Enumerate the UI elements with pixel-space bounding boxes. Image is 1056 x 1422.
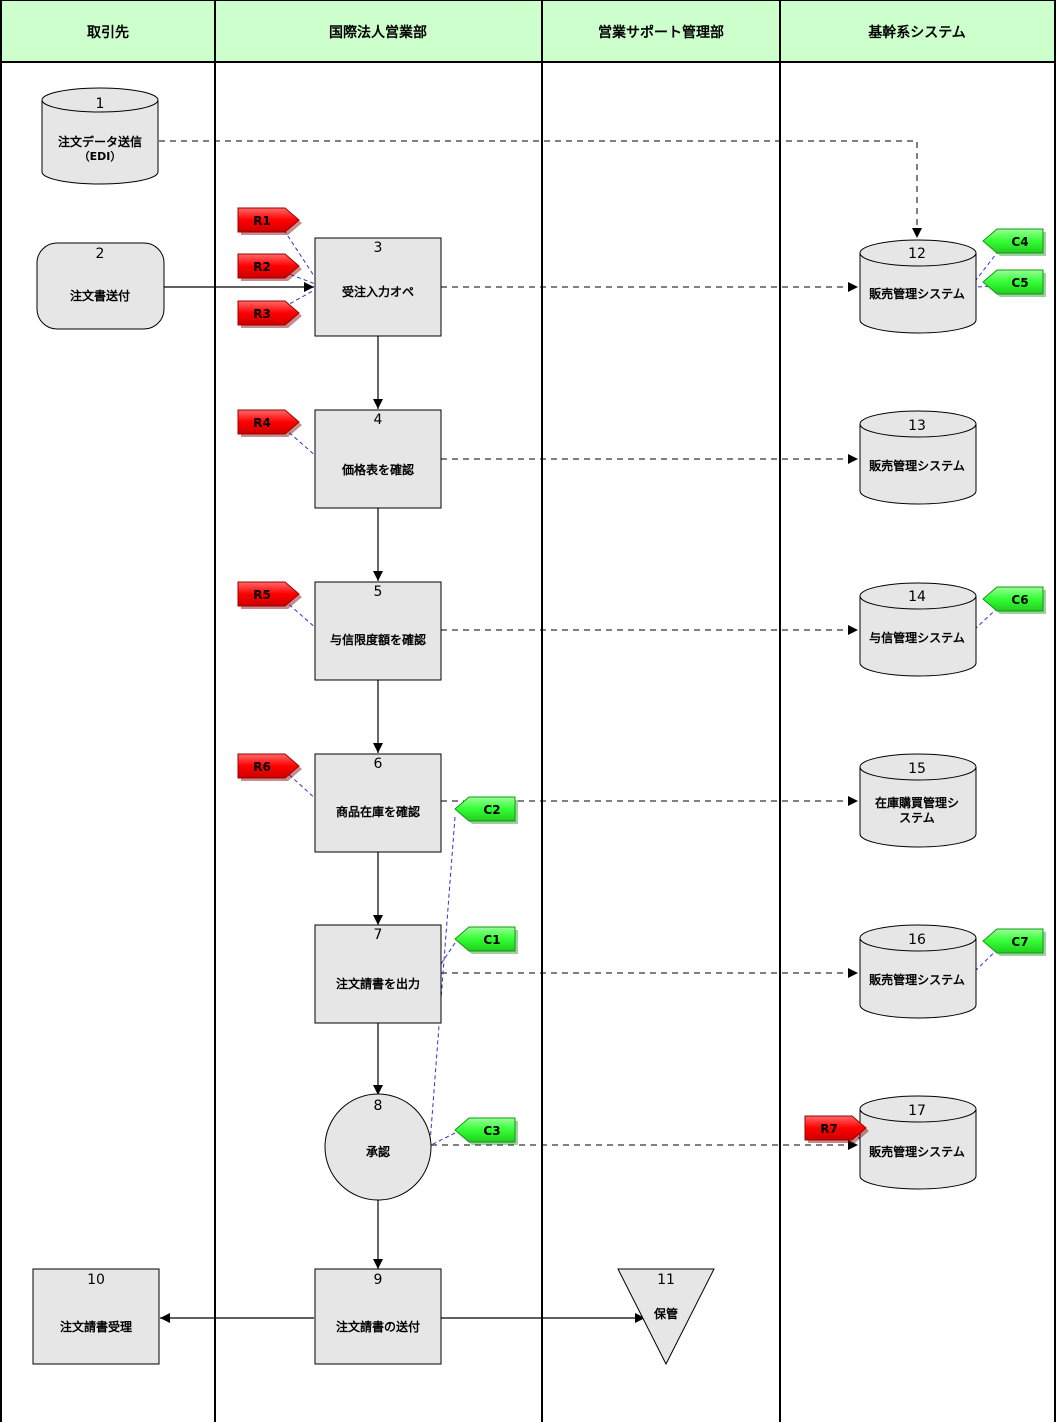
node-16-sales-system: 16 販売管理システム (859, 924, 977, 1019)
node-11-storage: 11 保管 (617, 1268, 715, 1366)
node-8-approval: 8 承認 (324, 1093, 432, 1201)
node-4-number: 4 (374, 412, 383, 428)
node-14-number: 14 (908, 589, 926, 605)
node-17-number: 17 (908, 1103, 926, 1119)
control-flag-c4-label: C4 (1011, 235, 1028, 249)
lane-headers: 取引先 国際法人営業部 営業サポート管理部 基幹系システム (0, 0, 1056, 63)
node-12-number: 12 (908, 246, 926, 262)
node-7-label: 注文請書を出力 (336, 976, 420, 991)
risk-flag-r3-label: R3 (253, 307, 271, 321)
node-12-sales-system: 12 販売管理システム (859, 239, 977, 334)
control-flag-c2: C2 (454, 796, 518, 824)
node-3-label: 受注入力オペ (342, 284, 414, 299)
risk-flag-r7: R7 (804, 1115, 869, 1143)
node-2-send-order-form: 2 注文書送付 (36, 242, 165, 330)
node-13-sales-system: 13 販売管理システム (859, 410, 977, 505)
control-flag-c7: C7 (982, 928, 1046, 956)
control-flag-c5-label: C5 (1011, 276, 1028, 290)
node-3-order-entry: 3 受注入力オペ (314, 237, 442, 337)
node-14-label: 与信管理システム (869, 630, 965, 645)
node-16-label: 販売管理システム (869, 972, 965, 987)
node-10-number: 10 (87, 1272, 105, 1288)
node-9-number: 9 (374, 1272, 383, 1288)
lane-header-support: 営業サポート管理部 (598, 24, 724, 41)
node-15-label: 在庫購買管理シ (875, 795, 959, 810)
node-3-number: 3 (374, 240, 383, 256)
node-4-label: 価格表を確認 (341, 462, 414, 477)
node-2-label: 注文書送付 (70, 288, 130, 303)
control-flag-c2-label: C2 (483, 803, 500, 817)
risk-flag-r1-label: R1 (253, 214, 271, 228)
node-13-number: 13 (908, 418, 926, 434)
control-flag-c7-label: C7 (1011, 935, 1028, 949)
risk-flag-r2: R2 (237, 253, 302, 281)
lane-header-client: 取引先 (87, 24, 129, 41)
node-7-print-acknowledgement: 7 注文請書を出力 (314, 924, 442, 1024)
node-5-number: 5 (374, 584, 383, 600)
node-4-check-price-list: 4 価格表を確認 (314, 409, 442, 509)
node-1-order-data-edi: 1 注文データ送信 （EDI） (41, 87, 159, 185)
risk-flags: R1 R2 R3 R4 R5 R6 R7 (237, 207, 869, 1143)
risk-flag-r4: R4 (237, 409, 302, 437)
node-1-number: 1 (96, 96, 105, 112)
flag-links (283, 229, 1004, 1146)
node-8-number: 8 (374, 1098, 383, 1114)
risk-flag-r3: R3 (237, 300, 302, 328)
node-7-number: 7 (374, 927, 383, 943)
control-flag-c5: C5 (982, 269, 1046, 297)
process-flow-lines (160, 282, 645, 1323)
node-8-label: 承認 (366, 1144, 390, 1159)
node-15-label-line2: ステム (899, 811, 935, 825)
node-14-credit-system: 14 与信管理システム (859, 582, 977, 677)
risk-flag-r1: R1 (237, 207, 302, 235)
lane-header-system: 基幹系システム (868, 24, 966, 41)
node-10-label: 注文請書受理 (60, 1319, 132, 1334)
node-12-label: 販売管理システム (869, 286, 965, 301)
lane-header-sales: 国際法人営業部 (329, 24, 427, 41)
risk-flag-r4-label: R4 (253, 416, 271, 430)
control-flag-c6: C6 (982, 586, 1046, 614)
node-15-inventory-system: 15 在庫購買管理シ ステム (859, 753, 977, 848)
control-flag-c3-label: C3 (483, 1124, 500, 1138)
node-6-label: 商品在庫を確認 (336, 804, 420, 819)
header-band (0, 0, 1056, 63)
node-11-label: 保管 (653, 1306, 678, 1321)
node-13-label: 販売管理システム (869, 458, 965, 473)
node-9-label: 注文請書の送付 (336, 1319, 420, 1334)
node-5-check-credit-limit: 5 与信限度額を確認 (314, 581, 442, 681)
risk-flag-r6: R6 (237, 753, 302, 781)
node-17-label: 販売管理システム (869, 1144, 965, 1159)
node-16-number: 16 (908, 932, 926, 948)
node-17-sales-system: 17 販売管理システム (859, 1095, 977, 1190)
node-1-sublabel: （EDI） (79, 150, 122, 163)
risk-flag-r5: R5 (237, 581, 302, 609)
node-2-number: 2 (96, 246, 105, 262)
control-flag-c1: C1 (454, 926, 518, 954)
system-links (159, 140, 922, 1150)
node-5-label: 与信限度額を確認 (330, 632, 426, 647)
control-flag-c1-label: C1 (483, 933, 500, 947)
node-10-receive-acknowledgement: 10 注文請書受理 (32, 1268, 160, 1365)
node-9-send-acknowledgement: 9 注文請書の送付 (314, 1268, 442, 1365)
node-6-number: 6 (374, 756, 383, 772)
node-15-number: 15 (908, 761, 926, 777)
node-1-label: 注文データ送信 (58, 134, 142, 149)
risk-flag-r2-label: R2 (253, 260, 271, 274)
control-flag-c3: C3 (454, 1117, 518, 1145)
risk-flag-r7-label: R7 (820, 1122, 838, 1136)
control-flag-c4: C4 (982, 228, 1046, 256)
risk-flag-r5-label: R5 (253, 588, 271, 602)
control-flags: C1 C2 C3 C4 C5 C6 C7 (454, 228, 1046, 1145)
control-flag-c6-label: C6 (1011, 593, 1028, 607)
node-6-check-stock: 6 商品在庫を確認 (314, 753, 442, 853)
risk-flag-r6-label: R6 (253, 760, 271, 774)
node-11-number: 11 (657, 1272, 675, 1288)
